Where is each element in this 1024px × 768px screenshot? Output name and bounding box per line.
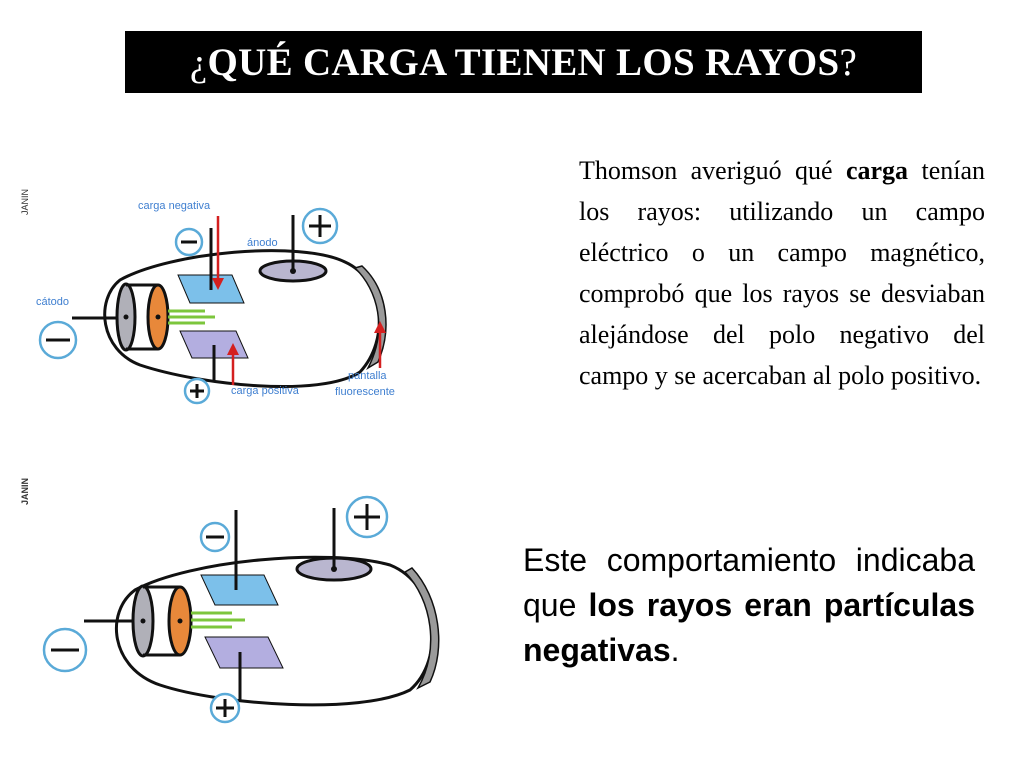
arrow-down-red-head bbox=[212, 278, 224, 290]
positive-plate-bottom bbox=[204, 636, 284, 669]
fluorescent-screen-bottom bbox=[403, 567, 440, 690]
diagram-bottom-credit: JANIN bbox=[20, 478, 30, 505]
plus-sign-plate-bottom bbox=[209, 692, 241, 724]
disk-center-dot-bottom-2 bbox=[177, 618, 183, 624]
title-main: QUÉ CARGA TIENEN LOS RAYOS bbox=[207, 40, 840, 84]
arrow-up-red-left-head bbox=[227, 343, 239, 355]
para2-post: . bbox=[670, 632, 680, 668]
cathode-rays-bottom bbox=[191, 611, 245, 629]
minus-sign-plate-bottom bbox=[199, 521, 231, 553]
disk-center-dot-bottom-1 bbox=[140, 618, 146, 624]
plus-sign-anode-top bbox=[301, 207, 339, 245]
fluorescent-screen-top bbox=[353, 265, 387, 371]
arrow-up-red-right-head bbox=[374, 321, 386, 333]
label-carga-negativa: carga negativa bbox=[138, 200, 211, 212]
title-close-question: ? bbox=[839, 40, 858, 84]
page-title: ¿QUÉ CARGA TIENEN LOS RAYOS? bbox=[190, 40, 857, 85]
label-pantalla: pantalla bbox=[348, 370, 387, 382]
para1-pre: Thomson averiguó qué bbox=[579, 156, 846, 185]
minus-sign-cathode-top bbox=[38, 320, 78, 360]
disk-center-dot-top-1 bbox=[123, 314, 129, 320]
conclusion-paragraph: Este comportamiento indicaba que los ray… bbox=[523, 538, 975, 673]
tube-outline-bottom bbox=[114, 555, 435, 707]
negative-plate-bottom bbox=[200, 574, 279, 606]
title-bar: ¿QUÉ CARGA TIENEN LOS RAYOS? bbox=[125, 31, 922, 93]
minus-sign-plate-top bbox=[174, 227, 204, 257]
plus-sign-anode-bottom bbox=[345, 495, 389, 539]
anode-center-dot-top bbox=[290, 268, 296, 274]
label-carga-positiva: carga positiva bbox=[231, 385, 300, 397]
label-catodo: cátodo bbox=[36, 296, 69, 308]
para2-bold: los rayos eran partículas negativas bbox=[523, 587, 976, 668]
label-anodo: ánodo bbox=[247, 237, 278, 249]
label-fluorescente: fluorescente bbox=[335, 386, 395, 398]
explanation-paragraph: Thomson averiguó qué carga tenían los ra… bbox=[579, 150, 985, 396]
para1-post: tenían los rayos: utilizando un campo el… bbox=[579, 156, 985, 390]
cathode-rays-top bbox=[168, 309, 215, 325]
anode-center-dot-bottom bbox=[331, 566, 337, 572]
disk-center-dot-top-2 bbox=[155, 314, 161, 320]
tube-outline-top bbox=[103, 249, 381, 388]
para1-bold-carga: carga bbox=[845, 156, 909, 185]
minus-sign-cathode-bottom bbox=[42, 627, 88, 673]
plus-sign-plate-top bbox=[183, 377, 211, 405]
diagram-top-credit: JANIN bbox=[20, 189, 30, 215]
para2-pre: Este comportamiento indicaba que bbox=[523, 542, 975, 623]
title-open-question: ¿ bbox=[189, 40, 208, 84]
